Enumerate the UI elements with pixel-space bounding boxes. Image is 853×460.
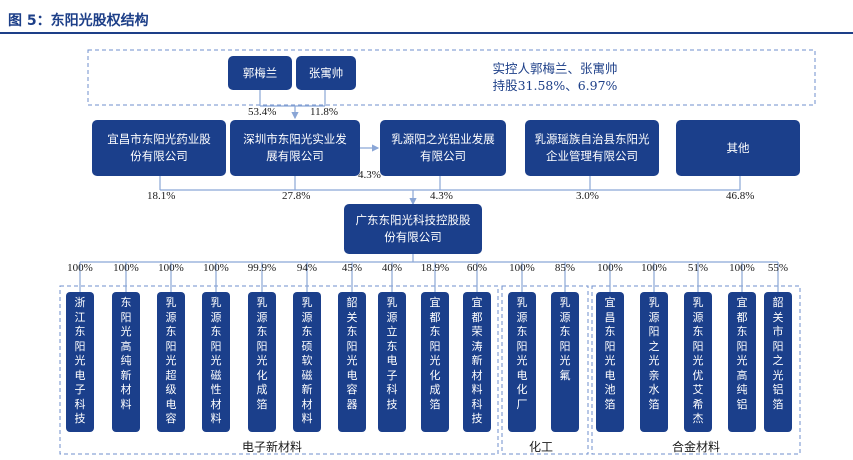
subsidiary-name-7: 韶关东阳光电容器 <box>346 296 358 411</box>
ruyuan-aluminum-box: 乳源阳之光铝业发展有限公司 <box>380 120 506 176</box>
pct-yichang: 18.1% <box>147 190 176 202</box>
ruyuan-yao-label: 乳源瑶族自治县东阳光企业管理有限公司 <box>534 132 650 163</box>
shenzhen-industry-label: 深圳市东阳光实业发展有限公司 <box>243 132 347 163</box>
yichang-pharma-box: 宜昌市东阳光药业股份有限公司 <box>92 120 226 176</box>
sub-pct-9: 18.9% <box>420 262 450 274</box>
title-rule <box>0 32 853 34</box>
controller-dashed-frame <box>87 49 816 106</box>
subsidiary-box-1: 浙江东阳光电子科技 <box>66 292 94 432</box>
subsidiary-box-5: 乳源东阳光化成箔 <box>248 292 276 432</box>
subsidiary-name-14: 乳源阳之光亲水箔 <box>648 296 660 411</box>
subsidiary-name-11: 乳源东阳光电化厂 <box>516 296 528 411</box>
shenzhen-industry-box: 深圳市东阳光实业发展有限公司 <box>230 120 360 176</box>
subsidiary-name-3: 乳源东阳光超级电容 <box>165 296 177 425</box>
sub-pct-10: 60% <box>466 262 488 274</box>
sub-pct-1: 100% <box>67 262 93 274</box>
subsidiary-name-12: 乳源东阳光氟 <box>559 296 571 382</box>
sub-pct-16: 100% <box>729 262 755 274</box>
subsidiary-name-2: 东阳光高纯新材料 <box>120 296 132 411</box>
sub-pct-8: 40% <box>381 262 403 274</box>
sub-pct-4: 100% <box>203 262 229 274</box>
pct-person1: 53.4% <box>248 106 277 118</box>
group-label-alloy: 合金材料 <box>672 440 721 454</box>
group-label-electronic: 电子新材料 <box>242 440 303 454</box>
subsidiary-name-8: 乳源立东电子科技 <box>386 296 398 411</box>
sub-pct-13: 100% <box>597 262 623 274</box>
controller-name-2: 张寓帅 <box>308 65 344 80</box>
pct-shenzhen-to-aluminum: 4.3% <box>358 169 381 181</box>
other-box: 其他 <box>676 120 800 176</box>
subsidiary-box-11: 乳源东阳光电化厂 <box>508 292 536 432</box>
subsidiary-box-12: 乳源东阳光氟 <box>551 292 579 432</box>
electronic-dashed-frame <box>59 285 499 455</box>
sub-pct-14: 100% <box>641 262 667 274</box>
subsidiary-name-5: 乳源东阳光化成箔 <box>256 296 268 411</box>
sub-pct-3: 100% <box>158 262 184 274</box>
yichang-pharma-label: 宜昌市东阳光药业股份有限公司 <box>107 132 211 163</box>
subsidiary-name-9: 宜都东阳光化成箔 <box>429 296 441 411</box>
controller-box-2: 张寓帅 <box>296 56 356 90</box>
main-company-box: 广东东阳光科技控股股份有限公司 <box>344 204 482 254</box>
subsidiary-name-1: 浙江东阳光电子科技 <box>74 296 86 425</box>
sub-pct-6: 94% <box>296 262 318 274</box>
subsidiary-box-17: 韶关市阳之光铝箔 <box>764 292 792 432</box>
sub-pct-12: 85% <box>554 262 576 274</box>
subsidiary-name-10: 宜都荣涛新材料科技 <box>471 296 483 425</box>
subsidiary-name-13: 宜昌东阳光电池箔 <box>604 296 616 411</box>
subsidiary-box-10: 宜都荣涛新材料科技 <box>463 292 491 432</box>
controller-line-2: 持股31.58%、6.97% <box>492 78 618 93</box>
subsidiary-box-14: 乳源阳之光亲水箔 <box>640 292 668 432</box>
sub-pct-2: 100% <box>113 262 139 274</box>
pct-ruyuan-yao: 3.0% <box>576 190 599 202</box>
controller-box-1: 郭梅兰 <box>228 56 292 90</box>
subsidiary-box-4: 乳源东阳光磁性材料 <box>202 292 230 432</box>
sub-pct-17: 55% <box>767 262 789 274</box>
subsidiary-name-6: 乳源东硕软磁新材料 <box>301 296 313 425</box>
subsidiary-box-7: 韶关东阳光电容器 <box>338 292 366 432</box>
sub-pct-5: 99.9% <box>247 262 277 274</box>
ruyuan-yao-box: 乳源瑶族自治县东阳光企业管理有限公司 <box>525 120 659 176</box>
subsidiary-box-2: 东阳光高纯新材料 <box>112 292 140 432</box>
other-label: 其他 <box>726 140 750 155</box>
main-company-label: 广东东阳光科技控股股份有限公司 <box>355 213 471 244</box>
subsidiary-box-16: 宜都东阳光高纯铝 <box>728 292 756 432</box>
sub-pct-7: 45% <box>341 262 363 274</box>
subsidiary-name-17: 韶关市阳之光铝箔 <box>772 296 784 411</box>
controller-line-1: 实控人郭梅兰、张寓帅 <box>492 61 618 76</box>
subsidiary-box-8: 乳源立东电子科技 <box>378 292 406 432</box>
pct-shenzhen: 27.8% <box>282 190 311 202</box>
ruyuan-aluminum-label: 乳源阳之光铝业发展有限公司 <box>391 132 495 163</box>
subsidiary-box-9: 宜都东阳光化成箔 <box>421 292 449 432</box>
controller-name-1: 郭梅兰 <box>242 65 278 80</box>
pct-other: 46.8% <box>726 190 755 202</box>
figure-title: 图 5：东阳光股权结构 <box>8 13 149 29</box>
controller-holding-note: 实控人郭梅兰、张寓帅 持股31.58%、6.97% <box>440 60 670 94</box>
alloy-dashed-frame <box>591 285 801 455</box>
pct-person2: 11.8% <box>310 106 339 118</box>
subsidiary-name-4: 乳源东阳光磁性材料 <box>210 296 222 425</box>
pct-ruyuan-aluminum: 4.3% <box>430 190 453 202</box>
subsidiary-box-3: 乳源东阳光超级电容 <box>157 292 185 432</box>
subsidiary-name-16: 宜都东阳光高纯铝 <box>736 296 748 411</box>
subsidiary-box-6: 乳源东硕软磁新材料 <box>293 292 321 432</box>
subsidiary-box-15: 乳源东阳光优艾希杰 <box>684 292 712 432</box>
group-label-chemical: 化工 <box>529 440 554 454</box>
sub-pct-15: 51% <box>687 262 709 274</box>
subsidiary-box-13: 宜昌东阳光电池箔 <box>596 292 624 432</box>
sub-pct-11: 100% <box>509 262 535 274</box>
subsidiary-name-15: 乳源东阳光优艾希杰 <box>692 296 704 425</box>
chemical-dashed-frame <box>501 285 589 455</box>
